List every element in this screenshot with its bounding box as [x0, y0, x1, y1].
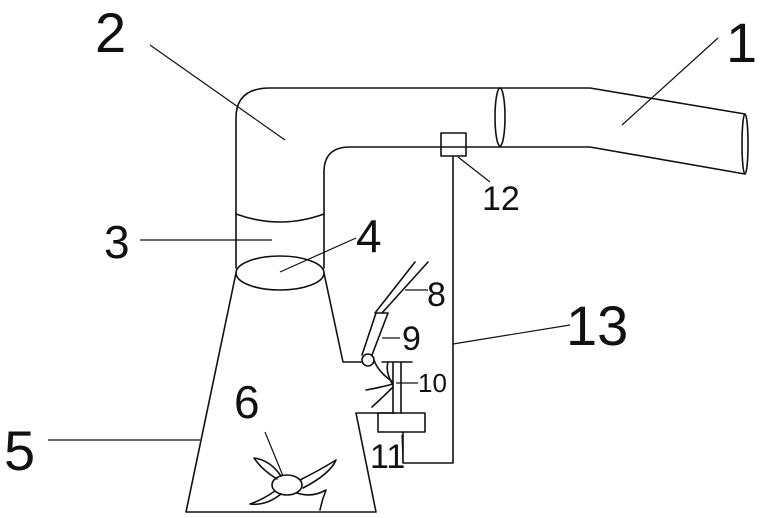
- label-11: 11: [370, 438, 405, 476]
- label-4: 4: [356, 210, 382, 262]
- label-9: 9: [402, 320, 421, 358]
- base-housing: [185, 272, 396, 513]
- elbow-duct: [235, 87, 501, 269]
- motor-box: [377, 412, 426, 433]
- middle-section: [235, 213, 325, 223]
- label-5: 5: [4, 419, 35, 482]
- label-12: 12: [482, 180, 520, 218]
- label-3: 3: [104, 216, 130, 268]
- base-fan: [249, 457, 337, 511]
- label-8: 8: [427, 276, 446, 314]
- intake-plate: [374, 261, 429, 314]
- filter-disc: [235, 255, 325, 291]
- outlet-pipe: [494, 87, 749, 175]
- label-13: 13: [566, 294, 628, 357]
- leader-lines: [48, 37, 719, 477]
- label-10: 10: [418, 368, 447, 398]
- label-2: 2: [95, 1, 126, 64]
- label-6: 6: [234, 376, 260, 428]
- label-1: 1: [726, 11, 757, 74]
- sensor-box: [440, 132, 467, 157]
- small-impeller: [365, 359, 413, 414]
- valve-flap: [361, 312, 389, 367]
